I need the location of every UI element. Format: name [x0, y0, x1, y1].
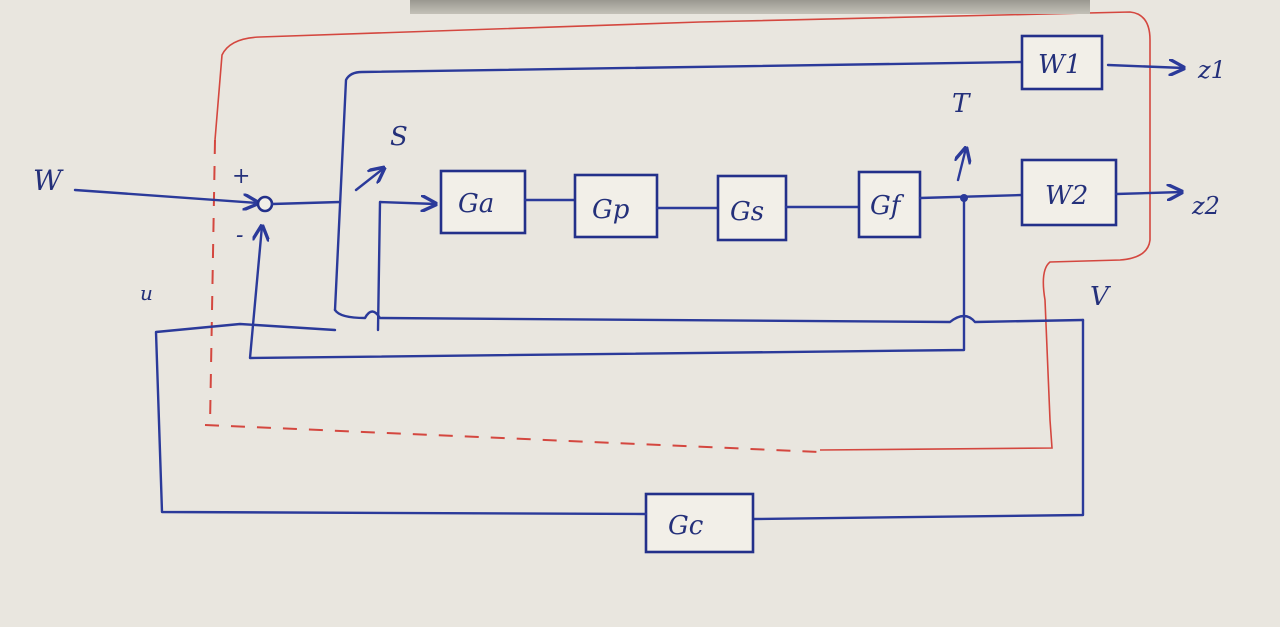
plus-sign: +: [232, 164, 250, 189]
switch-s-arrow: [354, 168, 384, 192]
signal-t-label: T: [952, 89, 971, 119]
signal-v-label: V: [1090, 282, 1111, 312]
w1-lower-wire: [333, 308, 1085, 324]
whiteboard-frame-edge: [410, 0, 1090, 14]
block-gf: [857, 170, 922, 239]
minus-sign: -: [236, 223, 243, 248]
switch-bypass-wire: [376, 202, 436, 332]
input-w-label: W: [33, 164, 64, 197]
block-gs: [716, 174, 788, 242]
controller-loop-right: [751, 318, 1085, 521]
junction-output-wire: [270, 200, 342, 206]
red-dashed-left: [209, 139, 216, 426]
wire-gf-w2: [918, 193, 1024, 200]
block-gp-label: Gp: [592, 195, 630, 225]
block-w1-label: W1: [1038, 50, 1081, 80]
w2-output-wire: [1114, 192, 1182, 194]
block-w1: [1020, 34, 1104, 91]
block-gp: [573, 173, 659, 239]
input-w-wire: [73, 188, 258, 203]
red-dashed-bottom: [204, 424, 821, 453]
controller-loop-left: [154, 322, 648, 516]
block-gc: [644, 492, 755, 554]
block-gc-label: Gc: [668, 511, 704, 541]
signal-u-label: u: [140, 281, 153, 305]
output-z1-label: z1: [1197, 56, 1226, 84]
signal-s-label: S: [390, 122, 408, 152]
block-ga-label: Ga: [458, 189, 494, 219]
output-z2-label: z2: [1191, 192, 1220, 220]
block-ga: [439, 169, 527, 235]
feedback-wire: [248, 196, 966, 360]
block-w2: [1020, 158, 1118, 227]
w1-input-wire: [333, 60, 1024, 312]
w1-output-wire: [1106, 65, 1184, 68]
red-boundary-line: [214, 11, 1151, 451]
block-gs-label: Gs: [730, 197, 764, 227]
block-gf-label: Gf: [870, 191, 905, 221]
block-w2-label: W2: [1045, 181, 1088, 211]
switch-t-arrow: [958, 148, 966, 182]
summing-junction: [256, 195, 274, 213]
